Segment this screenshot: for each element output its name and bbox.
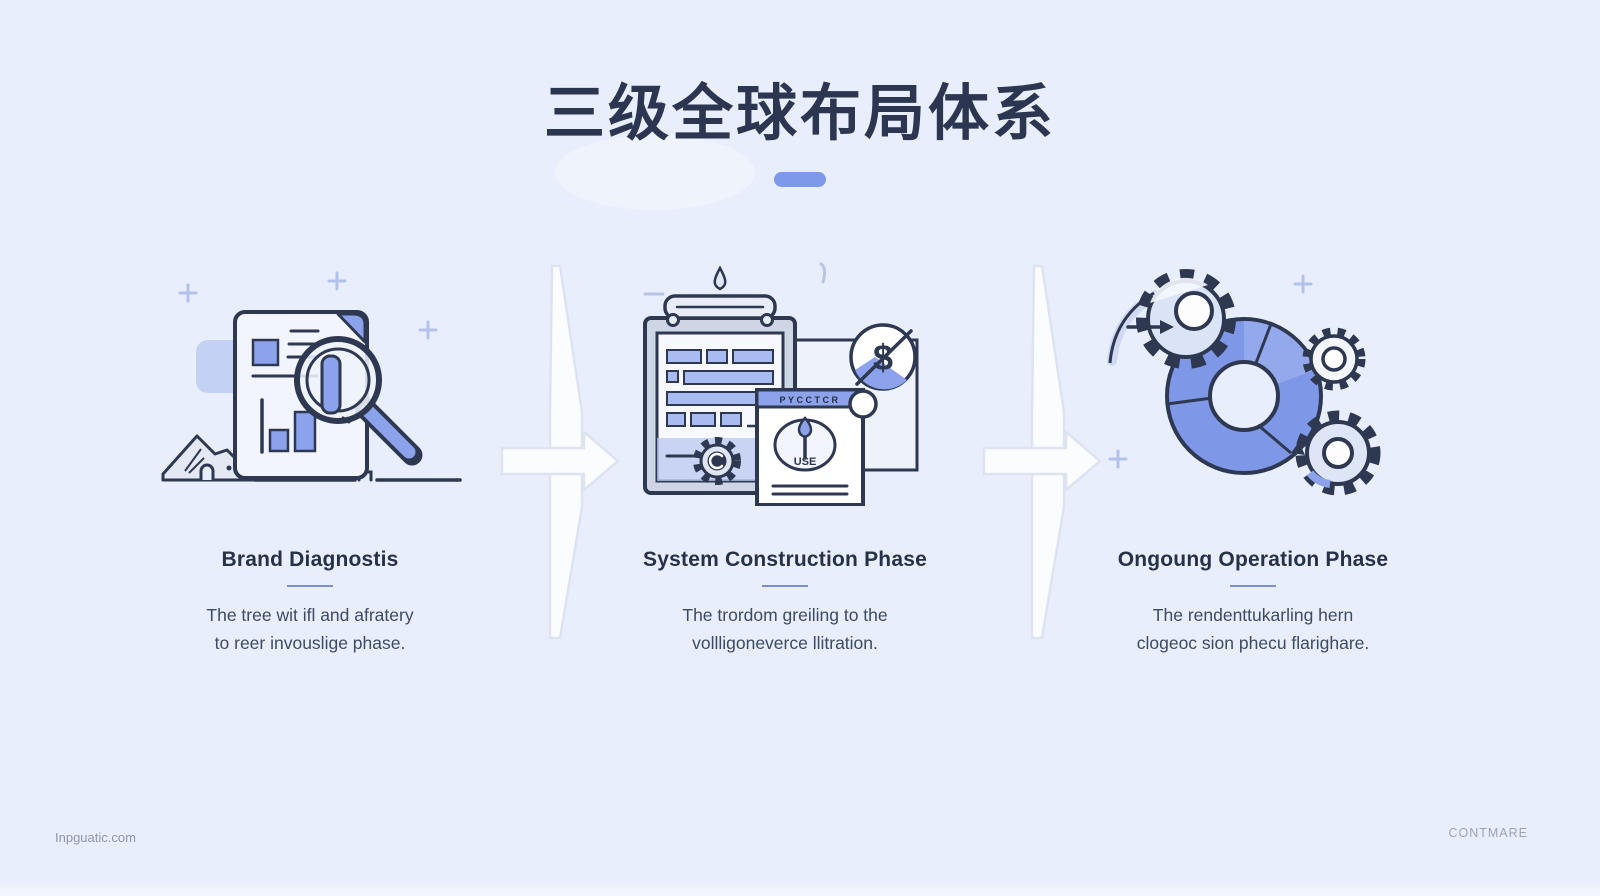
phase-description: The tree wit ifl and afratery to reer in… [120,601,500,658]
footer-watermark-left: Inpguatic.com [55,830,136,845]
phase-description-line: The tree wit ifl and afratery [206,605,414,625]
bottom-fade [0,880,1600,896]
small-gear-icon [1302,327,1366,391]
flow-arrow-icon [500,264,620,640]
clipboard-schedule-icon: $ [643,262,919,506]
gear-arrow-icon [1107,269,1236,369]
phase-system-construction: $ [595,258,975,658]
heading-divider [762,585,808,587]
up-arrow-icon [797,416,813,439]
phase-ongoing-operation: Ongoung Operation Phase The rendenttukar… [1063,258,1443,658]
form-rows [666,349,774,427]
upload-card: PYCCTCR USE [755,388,878,506]
cycle-arrowhead [1291,442,1305,455]
phase-description-line: clogeoc sion phecu flarighare. [1136,633,1370,654]
clipboard-schedule-icon: $ [595,258,975,506]
flow-arrow-icon [982,264,1102,640]
decoration-marks [643,262,827,296]
flame-icon [713,265,727,291]
title-highlight [555,135,755,210]
phase-heading: Ongoung Operation Phase [1117,548,1389,571]
heading-divider [1230,585,1276,587]
large-gear-icon [1295,410,1381,496]
phase-heading: Brand Diagnostis [221,548,399,571]
footer-watermark-right: CONTMARE [1448,826,1528,840]
phase-description-line: The trordom greiling to the [682,605,888,625]
gears-cycle-icon [1063,258,1443,506]
page-title: 三级全球布局体系 [543,79,1056,147]
phase-brand-diagnostics: Brand Diagnostis The tree wit ifl and af… [120,258,500,658]
svg-text:USE: USE [794,456,817,468]
magnifier-icon [294,336,423,466]
phase-description-line: vollligoneverce llitration. [692,633,878,654]
cycle-ring [1165,317,1323,475]
phase-heading: System Construction Phase [643,548,927,571]
phase-description-line: The rendenttukarling hern [1152,605,1354,625]
sparkle-icon [178,271,438,340]
dollar-badge-icon: $ [849,323,917,391]
phase-description: The trordom greiling to the vollligoneve… [595,601,975,658]
heading-divider [287,585,333,587]
phase-description-line: to reer invouslige phase. [214,633,406,654]
svg-text:PYCCTCR: PYCCTCR [779,395,840,405]
phase-description: The rendenttukarling hern clogeoc sion p… [1063,601,1443,658]
card-corner-circle [848,389,878,419]
magnifier-report-icon [120,258,500,506]
sparkle-icon [1108,274,1313,469]
gear-clock-icon [693,437,741,485]
magnifier-report-icon [161,271,462,482]
title-accent-bar [774,172,826,187]
gears-cycle-icon [1107,269,1381,496]
